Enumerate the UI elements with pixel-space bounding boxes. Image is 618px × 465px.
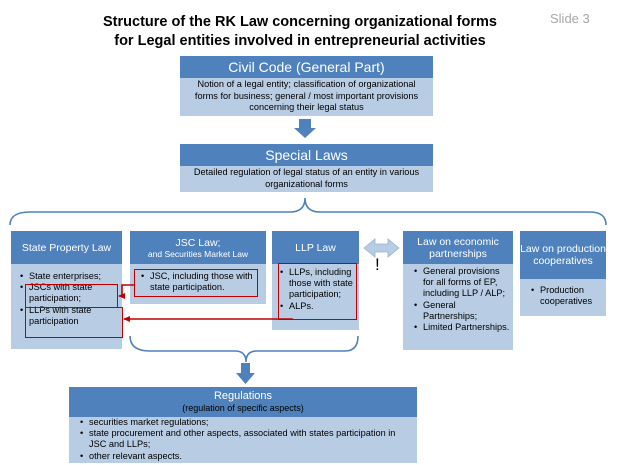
special-laws-body: Detailed regulation of legal status of a… <box>180 166 433 192</box>
jsc-to-jscs-red-arrow <box>118 284 134 299</box>
regulations-body: securities market regulations; state pro… <box>69 417 417 463</box>
jsc-law-heading: JSC Law; <box>175 236 221 249</box>
regulations-header: Regulations (regulation of specific aspe… <box>69 387 417 417</box>
llps-highlight-box <box>25 307 123 338</box>
llp-law-item: ALPs. <box>280 301 357 312</box>
economic-partnerships-heading: Law on economic partnerships <box>417 235 499 260</box>
slide-title: Structure of the RK Law concerning organ… <box>60 13 540 51</box>
special-laws-header: Special Laws <box>180 144 433 166</box>
production-cooperatives-item: Production cooperatives <box>531 285 604 307</box>
regulations-subheading: (regulation of specific aspects) <box>182 403 304 413</box>
llp-highlight-box <box>278 263 357 320</box>
exclamation-mark: ! <box>375 255 380 274</box>
regulations-item: securities market regulations; <box>80 417 413 428</box>
jsc-law-item: JSC, including those with state particip… <box>141 271 264 293</box>
state-property-item: JSCs with state participation; <box>20 282 120 304</box>
llp-law-heading: LLP Law <box>295 241 336 254</box>
civil-code-text: Notion of a legal entity; classification… <box>194 79 419 112</box>
regulations-item: state procurement and other aspects, ass… <box>80 428 413 450</box>
state-property-item: State enterprises; <box>20 271 120 282</box>
economic-partnerships-item: General provisions for all forms of EP, … <box>414 266 511 300</box>
llp-law-header: LLP Law <box>272 231 359 264</box>
production-cooperatives-body: Production cooperatives <box>520 279 606 316</box>
double-arrow-icon <box>363 238 400 258</box>
economic-partnerships-item: General Partnerships; <box>414 300 511 322</box>
economic-partnerships-body: General provisions for all forms of EP, … <box>403 264 513 350</box>
title-line-1: Structure of the RK Law concerning organ… <box>103 14 497 30</box>
regulations-item: other relevant aspects. <box>80 451 413 462</box>
llp-law-item: LLPs, including those with state partici… <box>280 267 357 301</box>
civil-code-heading: Civil Code (General Part) <box>228 59 385 75</box>
jsc-law-body: JSC, including those with state particip… <box>130 264 266 304</box>
economic-partnerships-item: Limited Partnerships. <box>414 322 511 333</box>
state-property-item: LLPs with state participation <box>20 305 120 327</box>
special-laws-heading: Special Laws <box>265 147 348 163</box>
production-cooperatives-header: Law on production cooperatives <box>520 231 606 279</box>
regulations-heading: Regulations <box>213 390 273 402</box>
economic-partnerships-header: Law on economic partnerships <box>403 231 513 264</box>
production-cooperatives-heading: Law on production cooperatives <box>520 242 606 268</box>
state-property-law-header: State Property Law <box>11 231 122 264</box>
llp-to-llps-red-arrow <box>123 316 293 322</box>
jsc-law-header: JSC Law; and Securities Market Law <box>130 231 266 264</box>
civil-code-body: Notion of a legal entity; classification… <box>180 78 433 116</box>
jsc-law-subheading: and Securities Market Law <box>147 248 249 259</box>
title-line-2: for Legal entities involved in entrepren… <box>114 33 486 49</box>
special-laws-text: Detailed regulation of legal status of a… <box>193 167 420 189</box>
state-property-law-heading: State Property Law <box>21 241 112 254</box>
state-property-law-body: State enterprises; JSCs with state parti… <box>11 264 122 349</box>
slide-number: Slide 3 <box>550 11 590 26</box>
bottom-curly-bracket <box>129 335 359 363</box>
jsc-highlight-box <box>134 269 258 297</box>
regulations-arrow-icon <box>236 363 255 384</box>
top-curly-bracket <box>9 197 607 226</box>
down-arrow-icon <box>294 119 316 138</box>
civil-code-header: Civil Code (General Part) <box>180 56 433 78</box>
